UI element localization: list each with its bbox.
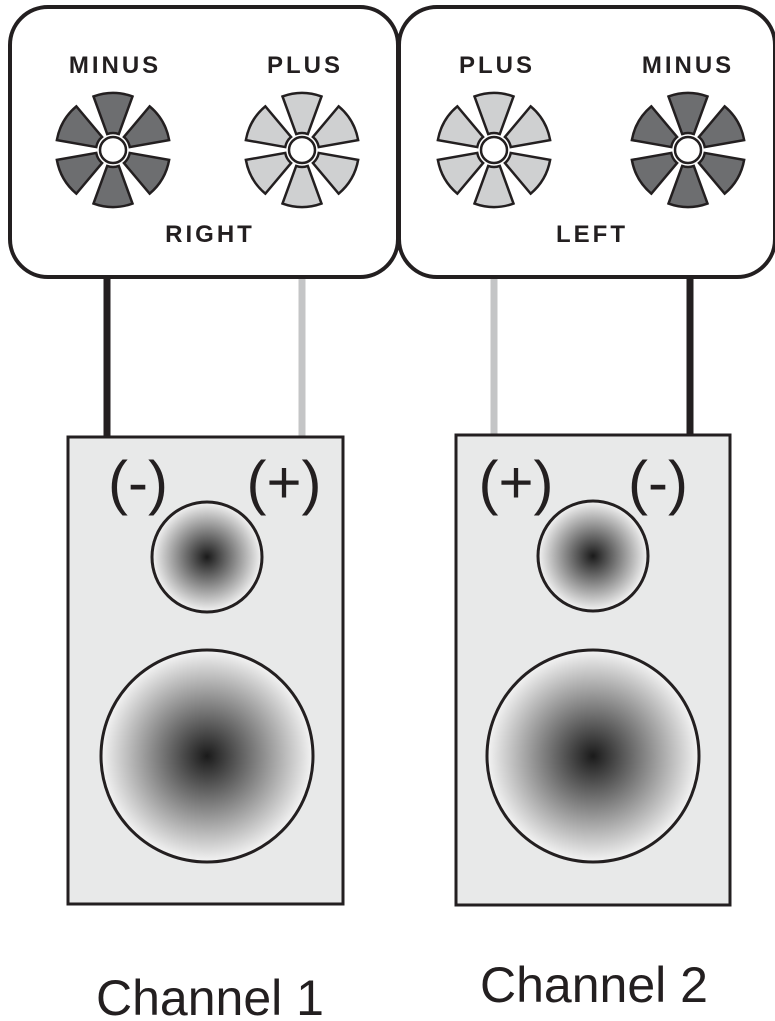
binding-post-segment <box>55 151 104 196</box>
binding-post-segment <box>280 91 324 136</box>
binding-post-segment <box>122 104 171 149</box>
binding-post-segment <box>91 91 135 136</box>
speaker-2-tweeter <box>536 499 650 613</box>
terminal-label-right-plus: PLUS <box>267 52 343 79</box>
terminal-label-right-minus: MINUS <box>69 52 161 79</box>
speaker-1-polarity-left: (-) <box>108 449 168 516</box>
binding-post-hub <box>98 135 128 165</box>
speaker-1-polarity-right: (+) <box>247 449 322 516</box>
binding-post-segment <box>630 104 679 149</box>
binding-post-segment <box>666 164 710 209</box>
binding-post-left-minus[interactable] <box>630 91 746 209</box>
binding-post-segment <box>503 151 552 196</box>
binding-post-right-plus[interactable] <box>244 91 360 209</box>
binding-post-segment <box>666 91 710 136</box>
binding-post-segment <box>280 164 324 209</box>
amp-panel-left: PLUS MINUS LEFT <box>397 5 775 279</box>
channel-1-caption: Channel 1 <box>96 970 324 1021</box>
speaker-1-woofer <box>99 648 315 864</box>
binding-post-hub <box>479 135 509 165</box>
binding-post-segment <box>91 164 135 209</box>
speaker-2-polarity-left: (+) <box>479 449 554 516</box>
speaker-1-tweeter <box>150 500 264 614</box>
channel-2-caption: Channel 2 <box>480 957 708 1013</box>
speaker-2-polarity-right: (-) <box>628 449 688 516</box>
speaker-channel-2: (+) (-) <box>454 433 732 907</box>
amp-panel-left-box <box>397 5 775 279</box>
binding-post-segment <box>472 164 516 209</box>
binding-post-segment <box>311 151 360 196</box>
binding-post-segment <box>697 104 746 149</box>
binding-post-segment <box>436 104 485 149</box>
binding-post-segment <box>311 104 360 149</box>
binding-post-left-plus[interactable] <box>436 91 552 209</box>
amp-panel-right: MINUS PLUS RIGHT <box>8 5 400 279</box>
binding-post-hub <box>287 135 317 165</box>
binding-post-segment <box>697 151 746 196</box>
terminal-label-left-plus: PLUS <box>459 52 535 79</box>
amp-channel-label-left: LEFT <box>556 221 628 248</box>
speaker-channel-1: (-) (+) <box>66 435 345 906</box>
speaker-2-woofer <box>485 648 701 864</box>
binding-post-segment <box>630 151 679 196</box>
binding-post-hub <box>673 135 703 165</box>
binding-post-segment <box>436 151 485 196</box>
binding-post-segment <box>244 104 293 149</box>
amp-channel-label-right: RIGHT <box>165 221 255 248</box>
binding-post-segment <box>244 151 293 196</box>
binding-post-segment <box>122 151 171 196</box>
binding-post-segment <box>503 104 552 149</box>
binding-post-right-minus[interactable] <box>55 91 171 209</box>
terminal-label-left-minus: MINUS <box>642 52 734 79</box>
binding-post-segment <box>55 104 104 149</box>
binding-post-segment <box>472 91 516 136</box>
